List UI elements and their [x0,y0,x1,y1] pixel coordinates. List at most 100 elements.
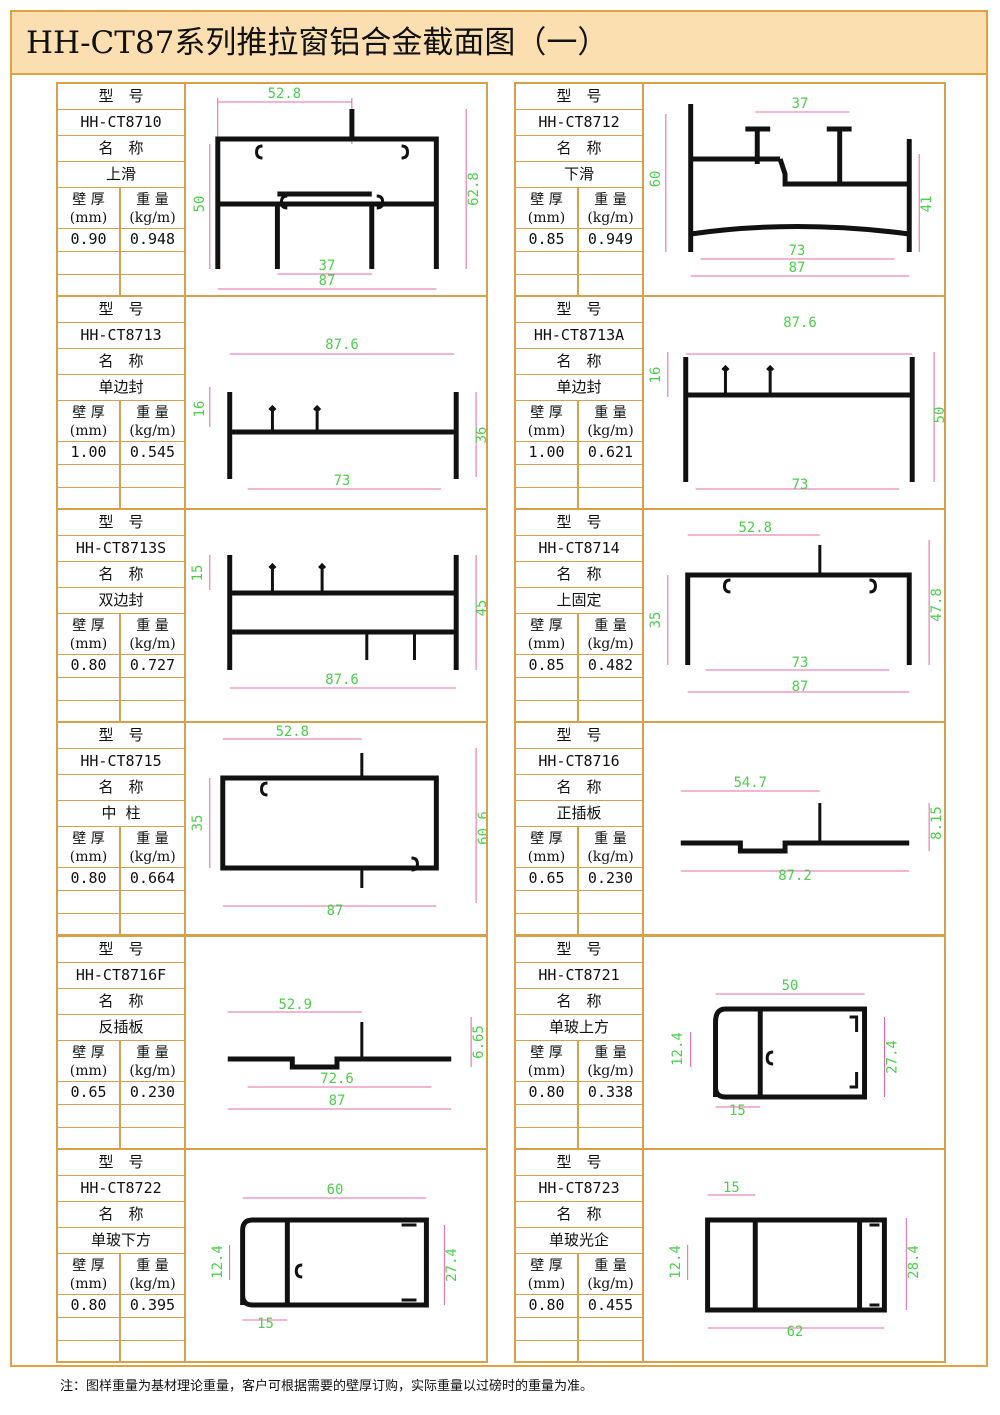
dimension-label: 35 [190,815,206,832]
thickness-value: 0.80 [528,1083,565,1101]
fin [721,364,730,395]
weight-header: 重 量(kg/m) [579,188,642,228]
weight-cell: 0.230 [121,1082,184,1104]
thickness-label: 壁 厚 [72,192,105,208]
name-header: 名 称 [98,778,144,796]
empty-row [58,275,184,297]
empty-cell [121,914,184,936]
thickness-unit: (mm) [69,210,108,226]
profile-section [688,104,912,252]
dimension-label: 37 [319,258,336,274]
model-number: HH-CT8723 [538,1179,620,1197]
dimension-label: 87.6 [325,337,358,353]
model-header: 型 号 [556,940,602,958]
weight-cell: 0.482 [579,655,642,677]
weight-cell: 0.664 [121,868,184,890]
model-row: HH-CT8721 [516,963,642,989]
empty-cell [516,1318,579,1340]
weight-label: 重 量 [594,1045,627,1061]
dimension-label: 87 [789,260,806,276]
weight-unit: (kg/m) [587,1276,634,1292]
dimension-label: 50 [782,978,799,994]
weight-cell: 0.948 [121,229,184,251]
weight-label: 重 量 [594,192,627,208]
thickness-cell: 0.80 [516,1082,579,1104]
profile-name: 单边封 [98,378,144,396]
empty-cell [579,1341,642,1363]
name-header: 名 称 [556,352,602,370]
profile-name: 单玻下方 [90,1231,151,1249]
weight-header: 重 量(kg/m) [121,827,184,867]
dimension-label: 27.4 [884,1040,900,1074]
name-header: 名 称 [98,139,144,157]
name-row: 正插板 [516,801,642,827]
empty-cell [516,914,579,936]
empty-cell [516,678,579,700]
model-header-row: 型 号 [58,723,184,749]
weight-value: 0.230 [587,869,634,887]
model-number: HH-CT8716 [538,752,620,770]
empty-cell [579,701,642,723]
model-header-row: 型 号 [516,510,642,536]
name-row: 单玻上方 [516,1015,642,1041]
empty-row [516,252,642,275]
name-row: 双边封 [58,588,184,614]
name-header-row: 名 称 [516,989,642,1015]
weight-unit: (kg/m) [587,423,634,439]
weight-header: 重 量(kg/m) [121,188,184,228]
empty-row [516,275,642,297]
dimension-label: 12.4 [668,1245,684,1279]
dimension-label: 60.6 [476,811,486,845]
empty-row [516,465,642,488]
model-row: HH-CT8723 [516,1176,642,1202]
thickness-cell: 0.80 [58,868,121,890]
thickness-label: 壁 厚 [530,831,563,847]
weight-value: 0.455 [587,1296,634,1314]
empty-cell [121,1318,184,1340]
dimension-label: 47.8 [929,588,944,622]
name-row: 上滑 [58,162,184,188]
thickness-unit: (mm) [527,210,566,226]
weight-cell: 0.455 [579,1295,642,1317]
empty-row [58,1105,184,1128]
thickness-label: 壁 厚 [530,618,563,634]
dimension-label: 12.4 [210,1245,226,1279]
dimension-label: 72.6 [320,1071,353,1087]
dimension-label: 35 [648,612,664,629]
empty-cell [58,1128,121,1150]
profile-section [685,572,912,665]
dimension-label: 36 [474,427,486,444]
thickness-value: 0.80 [70,1296,107,1314]
thickness-cell: 0.65 [516,868,579,890]
thickness-header: 壁 厚(mm) [516,1254,579,1294]
weight-header: 重 量(kg/m) [579,827,642,867]
empty-cell [121,275,184,297]
name-header: 名 称 [556,565,602,583]
weight-value: 0.545 [129,443,176,461]
dimension-label: 62.8 [466,172,482,206]
clip-hook [279,194,288,210]
profile-name: 双边封 [98,591,144,609]
thickness-value: 0.65 [528,869,565,887]
name-header-row: 名 称 [516,349,642,375]
thickness-unit: (mm) [69,636,108,652]
empty-cell [58,701,121,723]
weight-label: 重 量 [594,831,627,847]
model-header: 型 号 [556,513,602,531]
spec-header-row: 壁 厚(mm)重 量(kg/m) [58,614,184,655]
weight-value: 0.949 [587,230,634,248]
empty-row [516,1105,642,1128]
empty-cell [579,275,642,297]
model-row: HH-CT8713S [58,536,184,562]
weight-label: 重 量 [594,1258,627,1274]
model-header: 型 号 [98,940,144,958]
model-header-row: 型 号 [58,84,184,110]
name-header-row: 名 称 [516,1202,642,1228]
model-header-row: 型 号 [58,510,184,536]
thickness-unit: (mm) [527,849,566,865]
